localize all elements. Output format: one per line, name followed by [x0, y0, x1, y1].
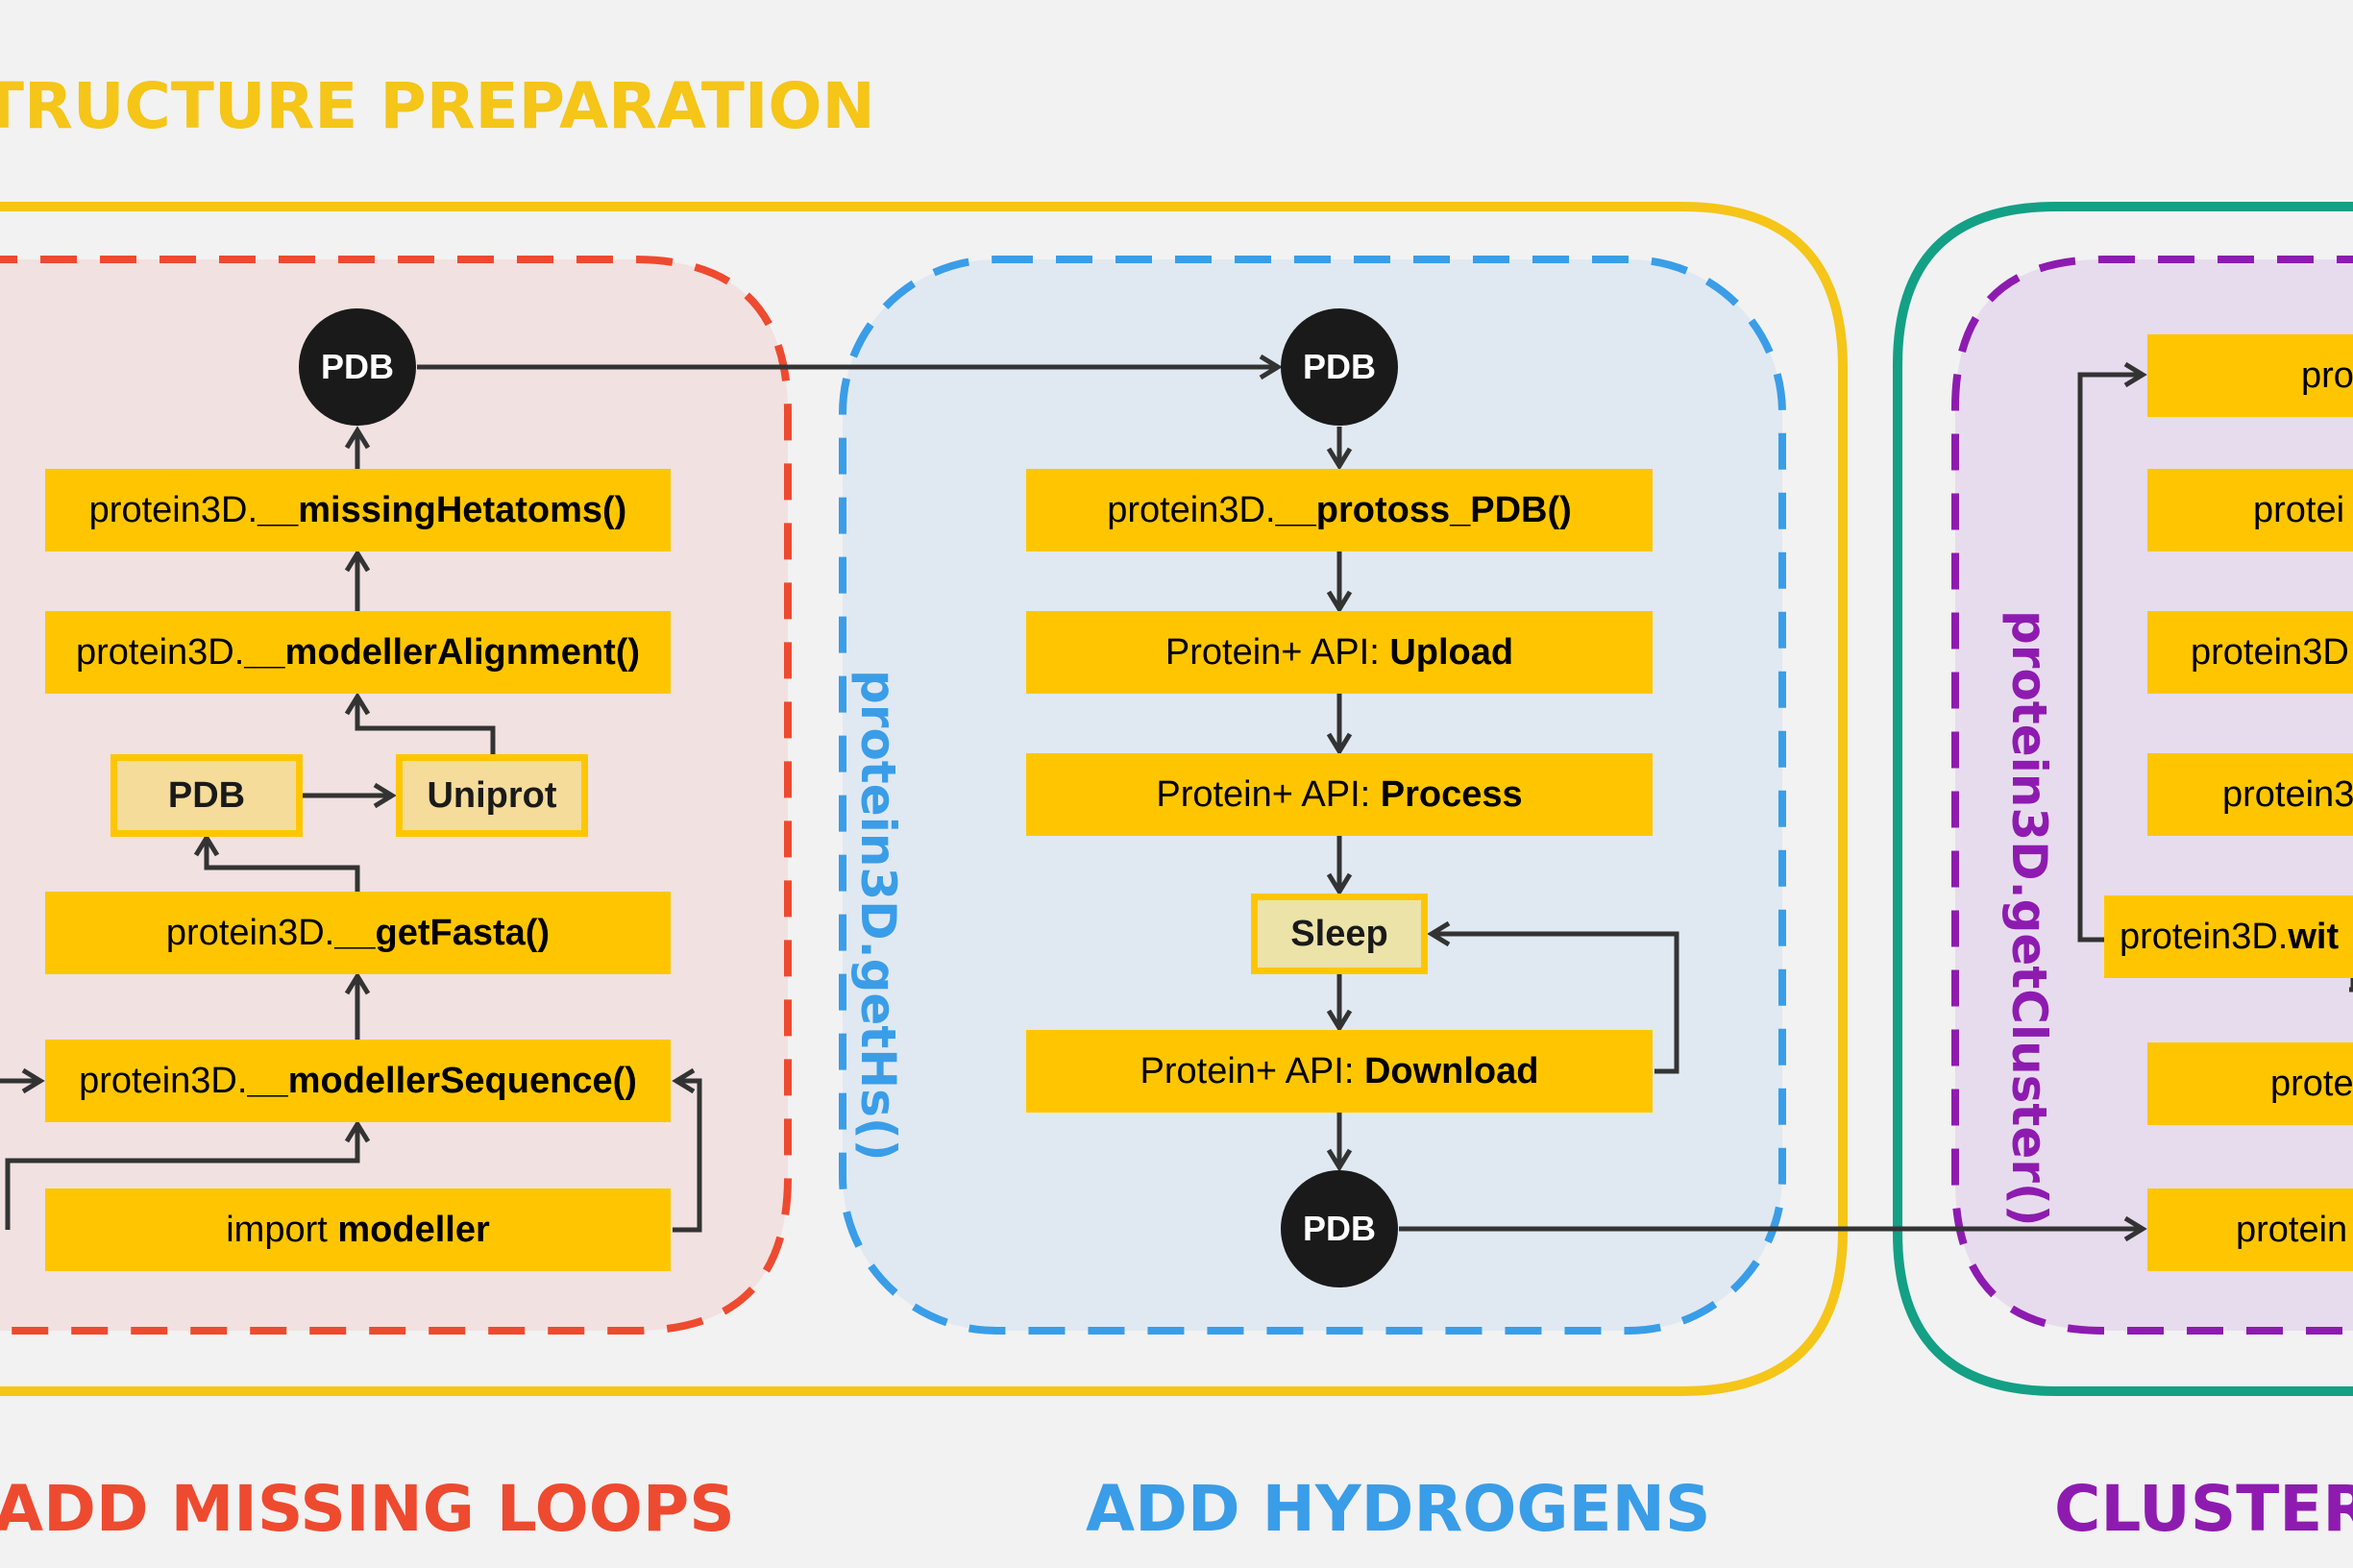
cluster-step-2: protei — [2147, 469, 2353, 551]
modeller-alignment-step: protein3D.__modellerAlignment() — [45, 611, 671, 694]
cluster-step-1: pro — [2147, 334, 2353, 417]
cluster-step-6: prote — [2147, 1042, 2353, 1125]
get-hs-label: protein3D.getHs() — [850, 670, 906, 1162]
process-step: Protein+ API: Process — [1026, 753, 1653, 836]
sleep-box: Sleep — [1251, 894, 1428, 974]
missing-loops-pdb-node: PDB — [299, 308, 416, 426]
pdb-box: PDB — [110, 754, 303, 837]
download-step: Protein+ API: Download — [1026, 1030, 1653, 1113]
add-missing-loops-title: ADD MISSING LOOPS — [0, 1472, 735, 1546]
step-method: __modellerSequence() — [247, 1060, 637, 1101]
arrow-with-to-pro — [2077, 361, 2147, 943]
step-prefix: protein3D. — [165, 912, 335, 953]
step-prefix: protein3D. — [88, 489, 257, 530]
cluster-step-5: protein3D.wit — [2104, 895, 2353, 978]
cluster-title: CLUSTER — [2054, 1472, 2353, 1546]
hydrogens-arrows — [1326, 427, 1679, 1172]
hydrogens-pdb-node-top: PDB — [1281, 308, 1398, 426]
arrow-fasta-to-pdbbox — [193, 833, 360, 892]
step-prefix: protein3D. — [79, 1060, 248, 1101]
step-method: modeller — [337, 1209, 490, 1250]
structure-preparation-outline — [0, 202, 1848, 1396]
get-fasta-step: protein3D.__getFasta() — [45, 892, 671, 974]
step-prefix: Protein+ API: — [1140, 1050, 1364, 1091]
missing-hetatoms-step: protein3D.__missingHetatoms() — [45, 469, 671, 551]
step-prefix: import — [226, 1209, 338, 1250]
missing-loops-arrows — [0, 426, 702, 1233]
step-prefix: protein3D. — [1107, 489, 1276, 530]
cluster-arrows — [2077, 361, 2353, 992]
protoss-step: protein3D.__protoss_PDB() — [1026, 469, 1653, 551]
step-method: Download — [1363, 1050, 1539, 1091]
arrow-import-to-sequence — [672, 1067, 702, 1233]
step-prefix: protein3D. — [2120, 916, 2289, 957]
add-hydrogens-title: ADD HYDROGENS — [1086, 1472, 1711, 1546]
step-method: __getFasta() — [334, 912, 551, 953]
cluster-outline — [1893, 202, 2353, 1396]
get-cluster-label: protein3D.getCluster() — [2001, 610, 2057, 1227]
import-modeller-step: import modeller — [45, 1188, 671, 1271]
step-method: __missingHetatoms() — [257, 489, 627, 530]
step-prefix: Protein+ API: — [1156, 773, 1381, 815]
step-method: __protoss_PDB() — [1275, 489, 1572, 530]
arrow-left-bottom-into-sequence — [5, 1119, 371, 1230]
upload-step: Protein+ API: Upload — [1026, 611, 1653, 694]
step-method: wit — [2288, 916, 2340, 957]
step-method: Process — [1380, 773, 1523, 815]
cluster-step-4: protein3 — [2147, 753, 2353, 836]
cluster-step-3: protein3D — [2147, 611, 2353, 694]
uniprot-box: Uniprot — [396, 754, 588, 837]
arrow-uniprot-to-alignment — [344, 692, 496, 754]
step-method: Upload — [1389, 631, 1514, 673]
step-prefix: Protein+ API: — [1164, 631, 1390, 673]
step-method: __modellerAlignment() — [244, 631, 641, 673]
modeller-sequence-step: protein3D.__modellerSequence() — [45, 1040, 671, 1122]
cluster-step-7: protein — [2147, 1188, 2353, 1271]
structure-preparation-title: TRUCTURE PREPARATION — [0, 69, 875, 143]
arrow-cluster-partial — [2349, 970, 2353, 992]
step-prefix: protein3D. — [75, 631, 245, 673]
arrow-download-to-sleep — [1427, 920, 1679, 1074]
hydrogens-pdb-node-bottom: PDB — [1281, 1170, 1398, 1287]
